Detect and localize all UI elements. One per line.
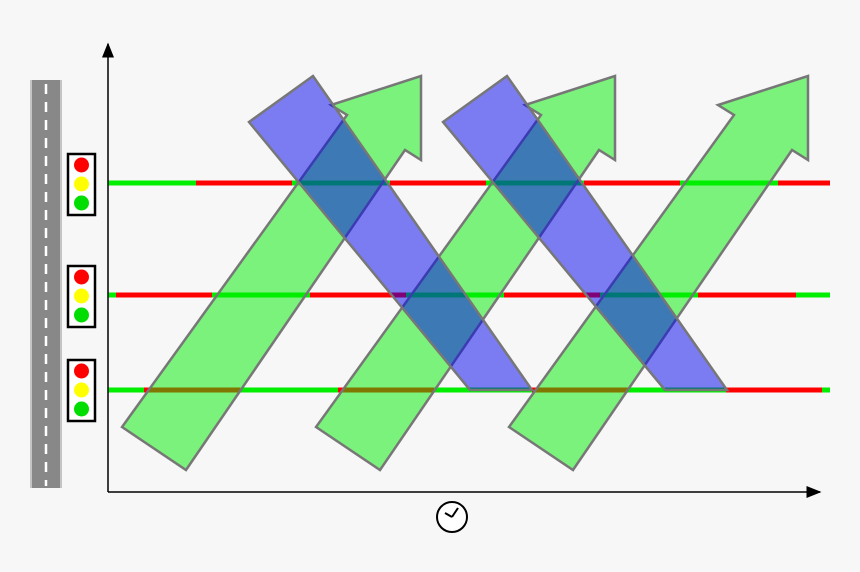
traffic-light-icon (66, 358, 97, 423)
red-lamp-icon (74, 269, 89, 285)
yellow-lamp-icon (74, 382, 89, 398)
axes (102, 42, 822, 498)
blue-wave-band (441, 74, 730, 392)
clock-hand (451, 507, 459, 518)
green-lamp-icon (74, 401, 89, 417)
clock-hand (444, 512, 453, 518)
yellow-lamp-icon (74, 176, 89, 192)
green-lamp-icon (74, 307, 89, 323)
traffic-light-icon (66, 264, 97, 329)
backward-blue-bands (247, 74, 730, 392)
red-lamp-icon (74, 157, 89, 173)
blue-wave-band (247, 74, 535, 392)
green-wave-arrow (507, 74, 810, 472)
road-icon (30, 80, 62, 488)
clock-icon (436, 501, 468, 533)
traffic-light-icon (66, 152, 97, 217)
green-lamp-icon (74, 195, 89, 211)
red-lamp-icon (74, 363, 89, 379)
yellow-lamp-icon (74, 288, 89, 304)
